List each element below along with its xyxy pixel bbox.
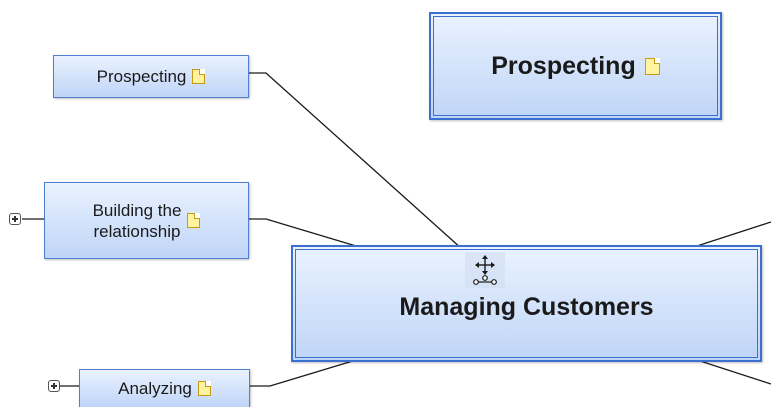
subtopic-label: Building the relationship — [93, 200, 182, 242]
expand-toggle-building[interactable] — [9, 213, 21, 225]
subtopic-label-line1: Building the — [92, 200, 182, 220]
subtopic-label-line2: relationship — [93, 221, 181, 241]
connector-building-relationship — [249, 218, 357, 247]
note-icon[interactable] — [192, 69, 206, 84]
connector-prospecting — [249, 72, 463, 250]
expand-toggle-analyzing[interactable] — [48, 380, 60, 392]
floating-topic-label: Prospecting — [491, 51, 636, 80]
connector-right-upper — [696, 221, 771, 247]
central-topic[interactable]: Managing Customers — [291, 245, 762, 362]
subtopic-label: Prospecting — [96, 67, 187, 86]
subtopic-label: Analyzing — [118, 379, 192, 398]
subtopic-building-relationship[interactable]: Building the relationship — [44, 182, 249, 259]
floating-topic-prospecting[interactable]: Prospecting — [429, 12, 722, 120]
note-icon[interactable] — [644, 57, 660, 75]
central-topic-label: Managing Customers — [399, 293, 654, 321]
subtopic-analyzing[interactable]: Analyzing — [79, 369, 250, 407]
connector-right-lower — [696, 359, 771, 385]
note-icon[interactable] — [187, 213, 201, 228]
subtopic-prospecting[interactable]: Prospecting — [53, 55, 249, 98]
connector-analyzing — [250, 359, 357, 387]
note-icon[interactable] — [197, 381, 211, 396]
move-handle-icon[interactable] — [464, 251, 506, 289]
